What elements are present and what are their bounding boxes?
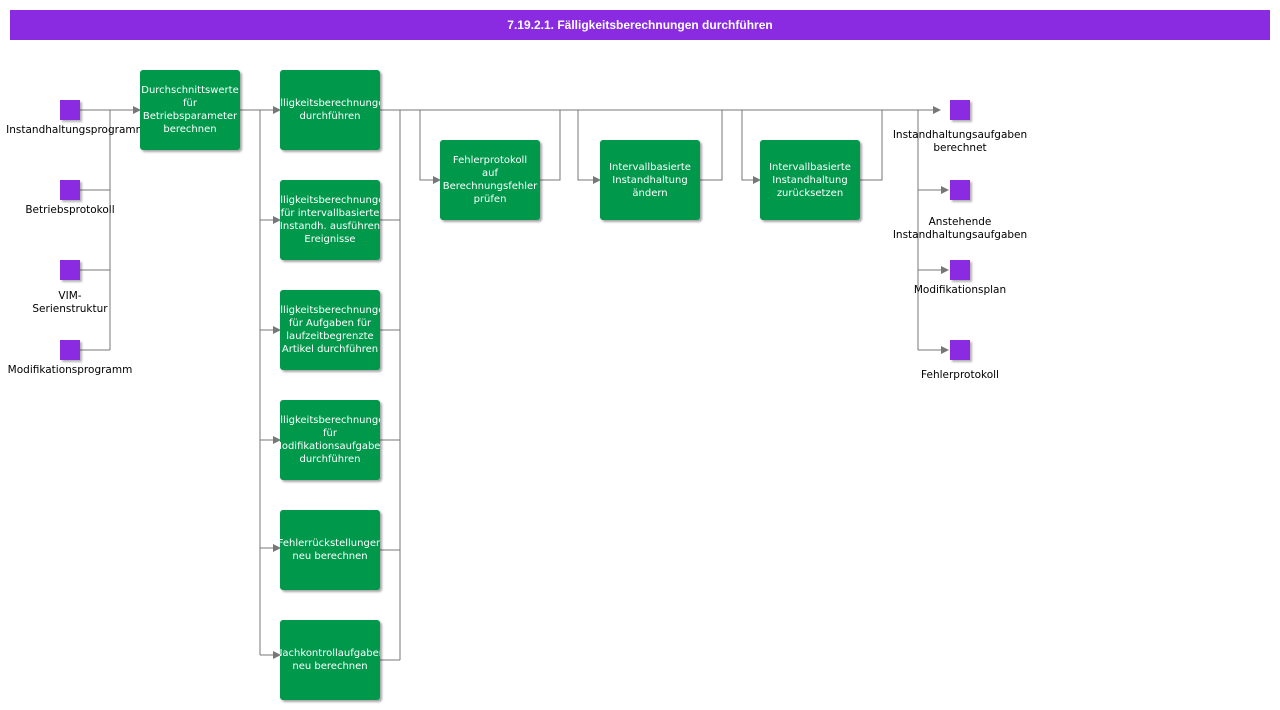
output-label-fehlerprotokoll: Fehlerprotokoll	[921, 369, 999, 381]
output-marker-aufgaben-berechnet[interactable]	[950, 100, 970, 120]
input-marker-modifikationsprogramm[interactable]	[60, 340, 80, 360]
activity-nachkontrollaufgaben-neu-berechnen[interactable]: Nachkontrollaufgaben neu berechnen	[280, 620, 380, 700]
activity-fehlerprotokoll-pruefen[interactable]: Fehlerprotokoll auf Berechnungsfehler pr…	[440, 140, 540, 220]
input-label-betriebsprotokoll: Betriebsprotokoll	[25, 204, 115, 216]
input-marker-vim-serienstruktur[interactable]	[60, 260, 80, 280]
input-label-modifikationsprogramm: Modifikationsprogramm	[7, 364, 133, 376]
diagram-title: 7.19.2.1. Fälligkeitsberechnungen durchf…	[10, 10, 1270, 40]
input-label-instandhaltungsprogramm: Instandhaltungsprogramm	[6, 124, 146, 136]
input-marker-instandhaltungsprogramm[interactable]	[60, 100, 80, 120]
output-marker-modifikationsplan[interactable]	[950, 260, 970, 280]
activity-intervallbasierte-instandhaltung-aendern[interactable]: Intervallbasierte Instandhaltung ändern	[600, 140, 700, 220]
output-label-modifikationsplan: Modifikationsplan	[913, 284, 1007, 296]
activity-faelligkeit-intervallbasiert[interactable]: Fälligkeitsberechnungen für intervallbas…	[280, 180, 380, 260]
output-label-aufgaben-berechnet: Instandhaltungsaufgaben berechnet	[892, 129, 1028, 154]
input-label-vim-serienstruktur: VIM- Serienstruktur	[32, 290, 108, 315]
activity-durchschnittswerte-berechnen[interactable]: Durchschnittswerte für Betriebsparameter…	[140, 70, 240, 150]
activity-intervallbasierte-instandhaltung-zuruecksetzen[interactable]: Intervallbasierte Instandhaltung zurücks…	[760, 140, 860, 220]
activity-faelligkeit-laufzeitbegrenzt[interactable]: Fälligkeitsberechnungen für Aufgaben für…	[280, 290, 380, 370]
output-label-anstehende-aufgaben: Anstehende Instandhaltungsaufgaben	[892, 216, 1028, 241]
activity-faelligkeitsberechnungen-durchfuehren[interactable]: Fälligkeitsberechnungen durchführen	[280, 70, 380, 150]
output-marker-anstehende-aufgaben[interactable]	[950, 180, 970, 200]
output-marker-fehlerprotokoll[interactable]	[950, 340, 970, 360]
activity-faelligkeit-modifikationsaufgaben[interactable]: Fälligkeitsberechnungen für Modifikation…	[280, 400, 380, 480]
activity-fehlerrueckstellungen-neu-berechnen[interactable]: Fehlerrückstellungen neu berechnen	[280, 510, 380, 590]
input-marker-betriebsprotokoll[interactable]	[60, 180, 80, 200]
